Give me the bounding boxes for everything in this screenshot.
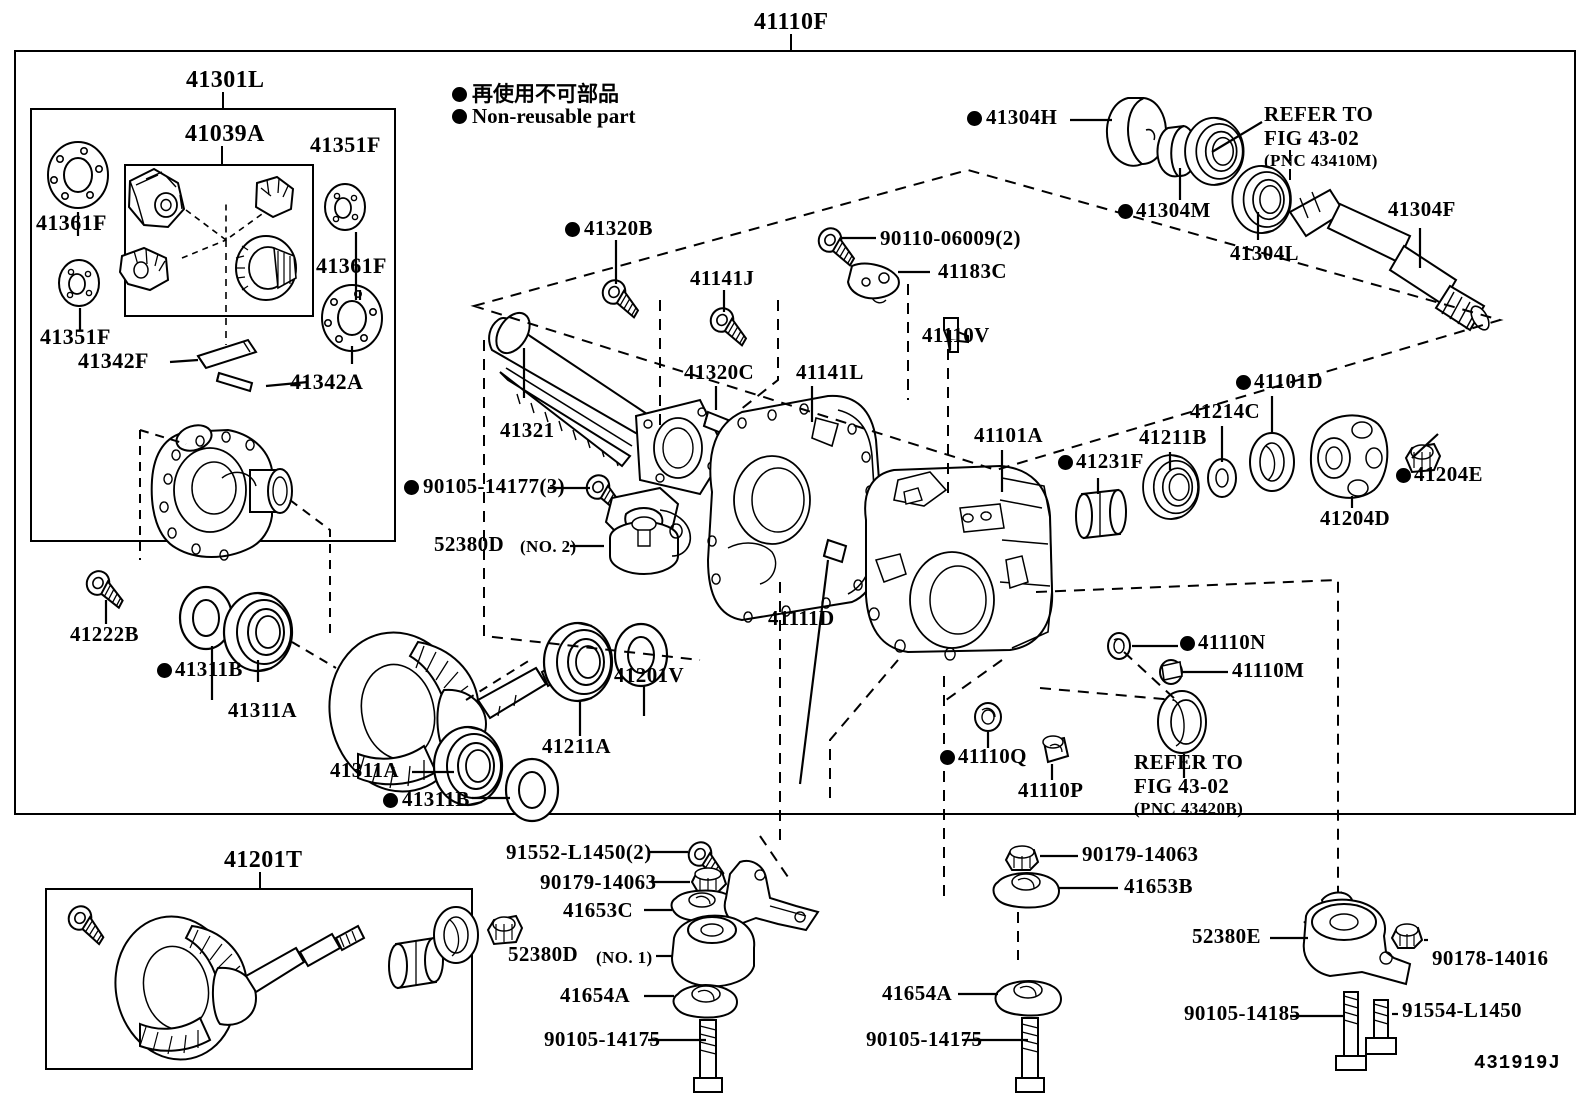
label-41320C: 41320C bbox=[684, 360, 755, 384]
nonreusable-marker-icon bbox=[1118, 204, 1133, 219]
label-41204E: 41204E bbox=[1414, 462, 1483, 486]
label-41214C: 41214C bbox=[1190, 399, 1261, 423]
label-41654A-mid: 41654A bbox=[882, 981, 953, 1005]
label-41211A: 41211A bbox=[542, 734, 611, 758]
inset-frame-41201T bbox=[45, 888, 473, 1070]
label-41311B-upper: 41311B bbox=[175, 657, 243, 681]
legend-english: Non-reusable part bbox=[452, 104, 636, 129]
inset-41301L-leader bbox=[222, 92, 224, 108]
inset-title-41301L: 41301L bbox=[186, 67, 265, 93]
inset-41201T-leader bbox=[259, 872, 261, 888]
main-diagram-frame bbox=[14, 50, 1576, 815]
label-41110V: 41110V bbox=[922, 323, 990, 347]
nonreusable-marker-icon bbox=[1058, 455, 1073, 470]
legend-japanese: 再使用不可部品 bbox=[452, 78, 619, 108]
nonreusable-marker-icon bbox=[452, 87, 467, 102]
nonreusable-marker-icon bbox=[452, 109, 467, 124]
label-41304L: 41304L bbox=[1230, 241, 1299, 265]
nonreusable-marker-icon bbox=[383, 793, 398, 808]
label-52380D-no2-suffix: (NO. 2) bbox=[520, 537, 577, 556]
label-90179-14063-left: 90179-14063 bbox=[540, 870, 657, 894]
label-91554-L1450: 91554-L1450 bbox=[1402, 998, 1522, 1022]
inset-frame-41039A bbox=[124, 164, 314, 317]
nonreusable-marker-icon bbox=[940, 750, 955, 765]
label-41311A-lower: 41311A bbox=[330, 758, 399, 782]
refer-note-43420B: REFER TO FIG 43-02 (PNC 43420B) bbox=[1134, 750, 1244, 818]
label-41361F-upper: 41361F bbox=[36, 210, 107, 235]
label-41311B-lower: 41311B bbox=[402, 787, 470, 811]
label-90178-14016: 90178-14016 bbox=[1432, 946, 1549, 970]
label-41110M: 41110M bbox=[1232, 658, 1305, 682]
nonreusable-marker-icon bbox=[1180, 636, 1195, 651]
inset-title-41201T: 41201T bbox=[224, 847, 303, 873]
label-41351F-upper: 41351F bbox=[310, 132, 381, 157]
nonreusable-marker-icon bbox=[1396, 468, 1411, 483]
label-41321: 41321 bbox=[500, 418, 555, 442]
label-41201V: 41201V bbox=[614, 663, 685, 687]
label-41361F-lower: 41361F bbox=[316, 253, 387, 278]
label-41110Q: 41110Q bbox=[958, 744, 1027, 768]
figure-code: 431919J bbox=[1474, 1052, 1561, 1074]
label-41110P: 41110P bbox=[1018, 778, 1084, 802]
label-90105-14177: 90105-14177(3) bbox=[423, 474, 566, 498]
label-91552-L1450: 91552-L1450(2) bbox=[506, 840, 652, 864]
title-leader bbox=[790, 34, 792, 50]
label-41111D: 41111D bbox=[768, 606, 835, 630]
label-41654A-left: 41654A bbox=[560, 983, 631, 1007]
label-41141J: 41141J bbox=[690, 266, 755, 290]
inset-title-41039A: 41039A bbox=[185, 121, 265, 147]
label-41204D: 41204D bbox=[1320, 506, 1391, 530]
nonreusable-marker-icon bbox=[967, 111, 982, 126]
label-90110-06009: 90110-06009(2) bbox=[880, 226, 1021, 250]
label-41311A-upper: 41311A bbox=[228, 698, 297, 722]
label-41653B: 41653B bbox=[1124, 874, 1193, 898]
label-41342F: 41342F bbox=[78, 348, 149, 373]
label-41141L: 41141L bbox=[796, 360, 864, 384]
nonreusable-marker-icon bbox=[157, 663, 172, 678]
label-41183C: 41183C bbox=[938, 259, 1007, 283]
refer-note-43410M: REFER TO FIG 43-02 (PNC 43410M) bbox=[1264, 102, 1378, 170]
nonreusable-marker-icon bbox=[1236, 375, 1251, 390]
label-41320B: 41320B bbox=[584, 216, 653, 240]
label-41222B: 41222B bbox=[70, 622, 139, 646]
label-41304F: 41304F bbox=[1388, 197, 1456, 221]
label-41342A: 41342A bbox=[290, 369, 364, 394]
nonreusable-marker-icon bbox=[404, 480, 419, 495]
label-41304M: 41304M bbox=[1136, 198, 1211, 222]
label-90105-14175-left: 90105-14175 bbox=[544, 1027, 661, 1051]
label-41304H: 41304H bbox=[986, 105, 1058, 129]
label-41653C: 41653C bbox=[563, 898, 634, 922]
label-90179-14063-mid: 90179-14063 bbox=[1082, 842, 1199, 866]
label-41351F-lower: 41351F bbox=[40, 324, 111, 349]
label-52380D-no2: 52380D bbox=[434, 532, 505, 556]
label-41110N: 41110N bbox=[1198, 630, 1266, 654]
label-52380D-no1: 52380D bbox=[508, 942, 579, 966]
page-title: 41110F bbox=[754, 9, 829, 35]
label-41101A: 41101A bbox=[974, 423, 1043, 447]
label-41101D: 41101D bbox=[1254, 369, 1323, 393]
label-90105-14185: 90105-14185 bbox=[1184, 1001, 1301, 1025]
label-52380D-no1-suffix: (NO. 1) bbox=[596, 948, 653, 967]
label-90105-14175-mid: 90105-14175 bbox=[866, 1027, 983, 1051]
inset-41039A-leader bbox=[221, 146, 223, 164]
nonreusable-marker-icon bbox=[565, 222, 580, 237]
label-41211B: 41211B bbox=[1139, 425, 1207, 449]
label-41231F: 41231F bbox=[1076, 449, 1144, 473]
label-52380E: 52380E bbox=[1192, 924, 1261, 948]
